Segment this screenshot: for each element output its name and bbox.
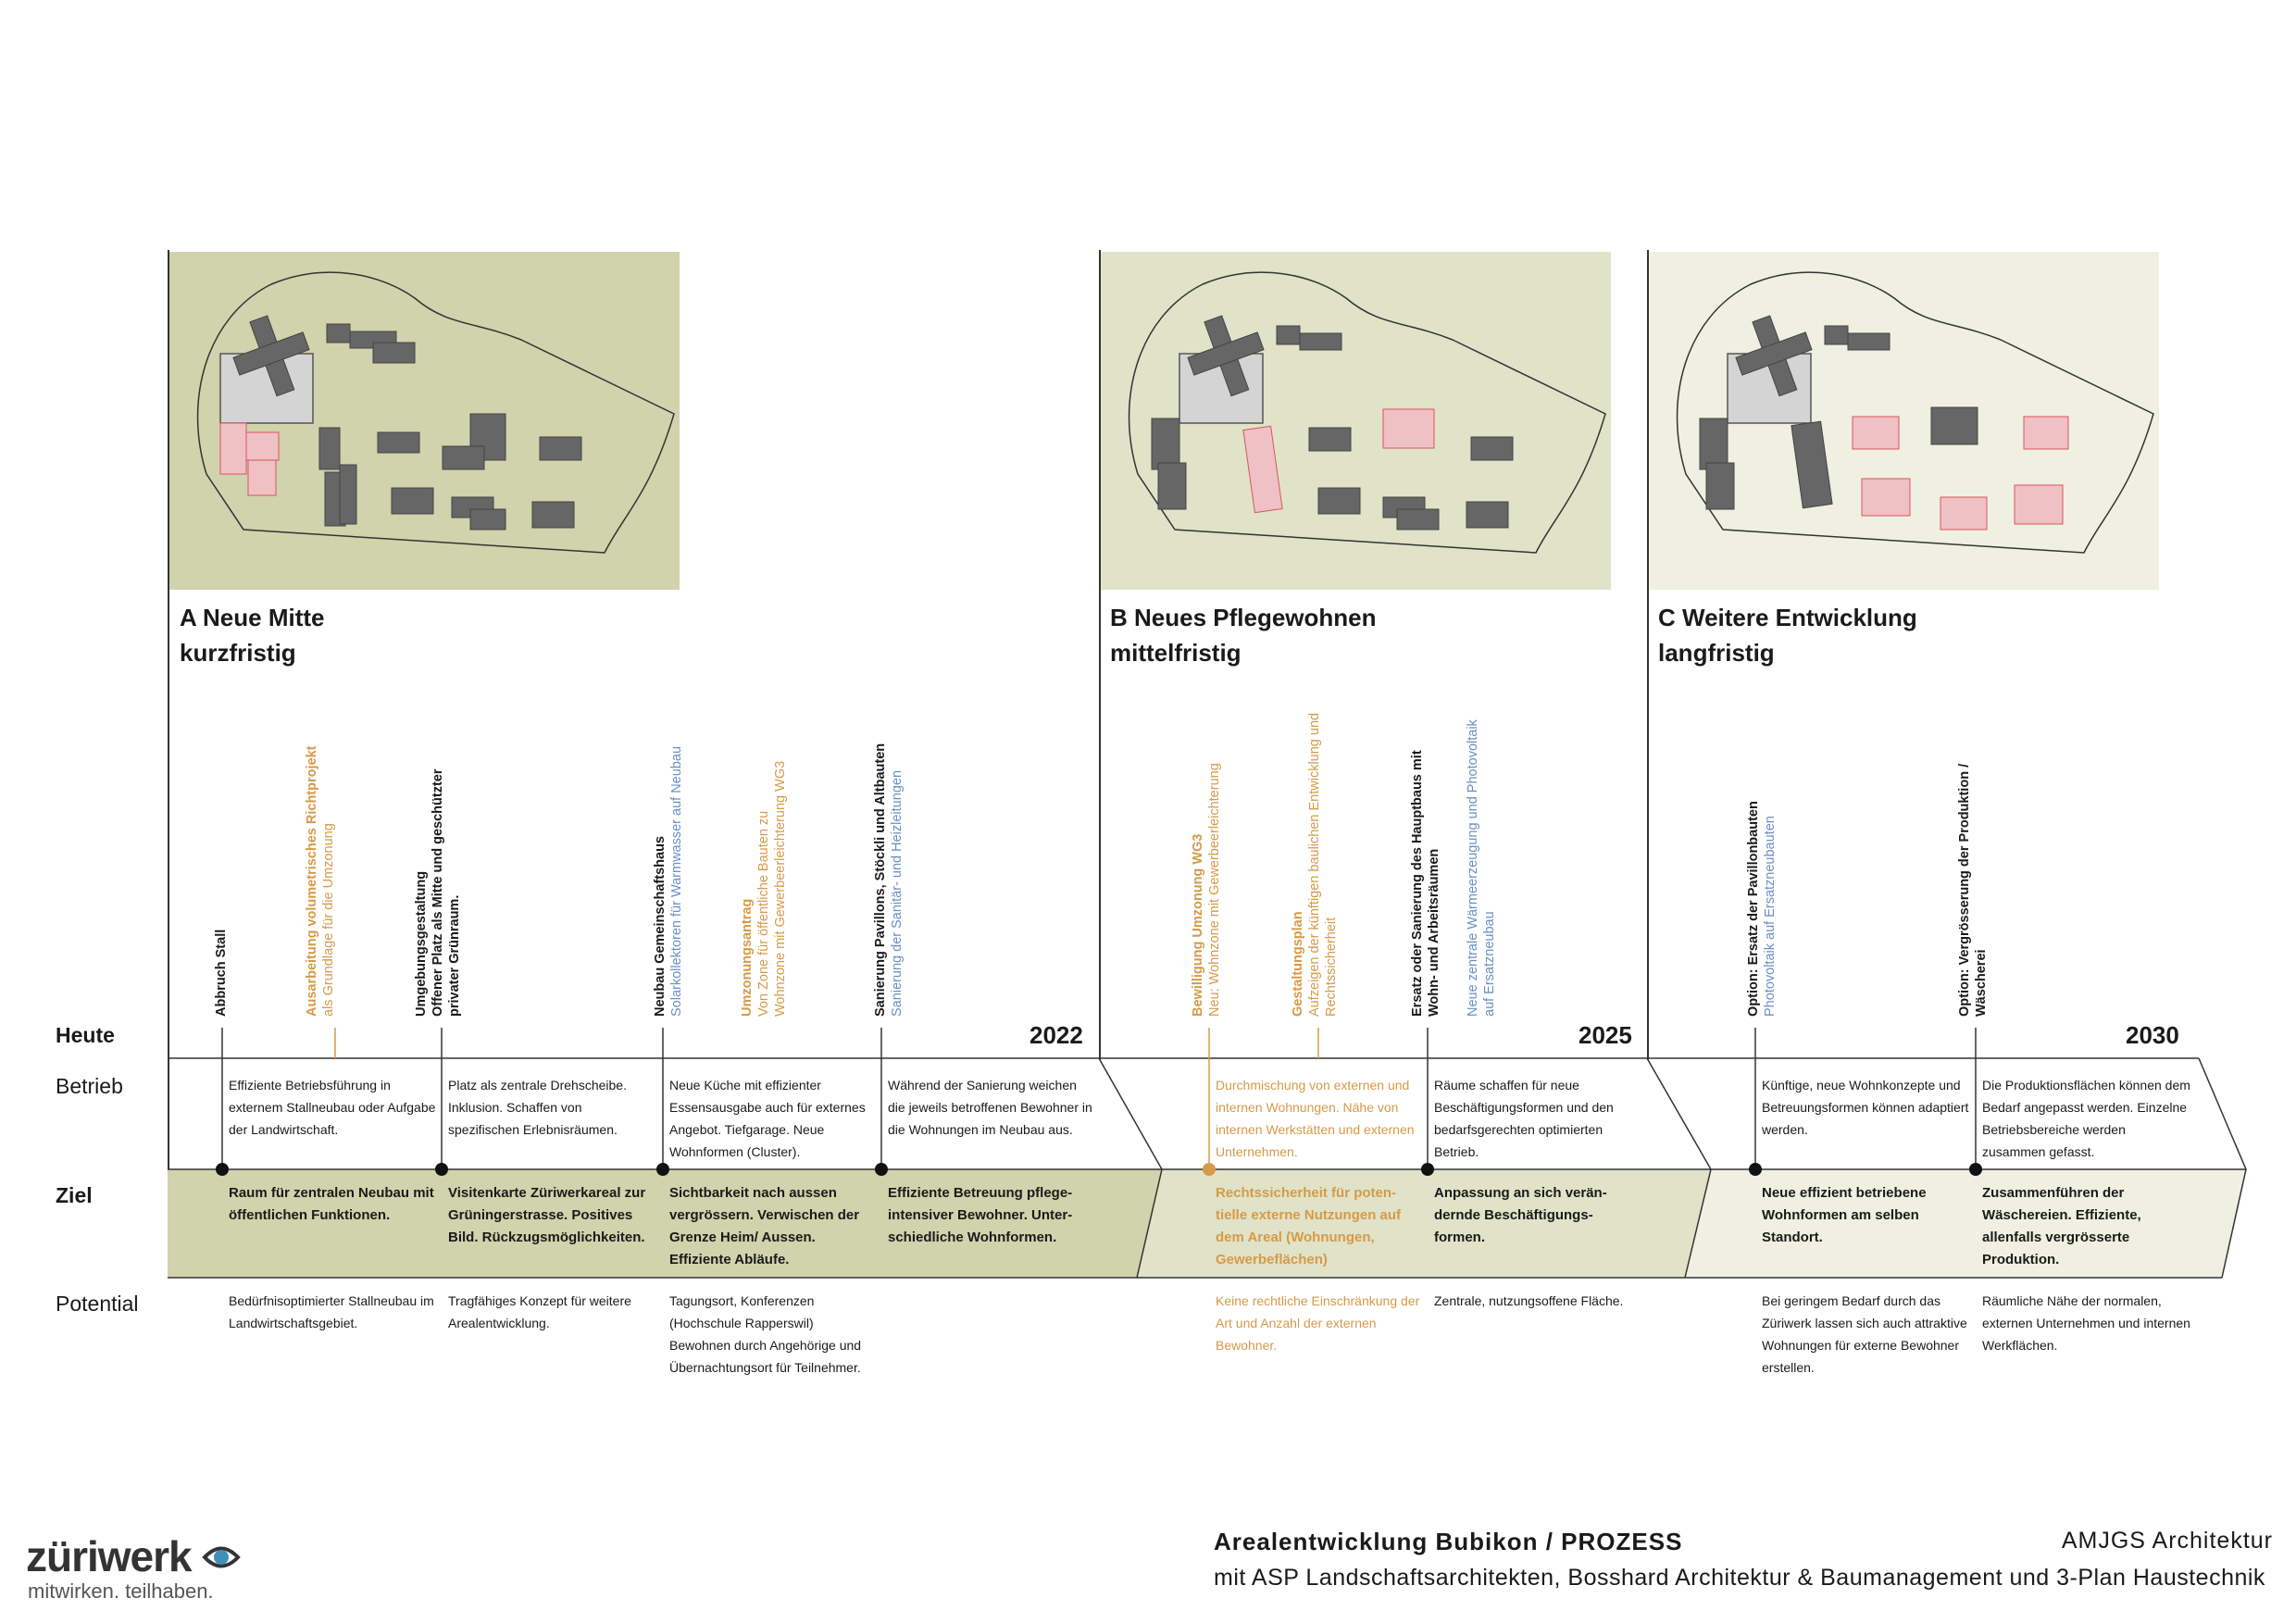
year-2022: 2022 bbox=[1029, 1021, 1083, 1049]
milestone-label-9: Ersatz oder Sanierung des Hauptbaus mit … bbox=[1410, 750, 1441, 1017]
project-title: Arealentwicklung Bubikon / PROZESS bbox=[1214, 1528, 1683, 1555]
betrieb-cell-8: Die Produktionsflächen können dem Bedarf… bbox=[1982, 1078, 2190, 1159]
phase-b-name: B Neues Pflegewohnen bbox=[1110, 604, 1377, 631]
ziel-cell-7: Neue effizient betriebene Wohnformen am … bbox=[1762, 1185, 1927, 1245]
milestone-label-1: Abbruch Stall bbox=[214, 929, 229, 1017]
betrieb-cell-7: Künftige, neue Wohnkonzepte und Betreuun… bbox=[1762, 1078, 1969, 1137]
milestone-dot-7 bbox=[1749, 1163, 1762, 1176]
milestone-label-2: Ausarbeitung volumetrisches Richtprojekt… bbox=[305, 745, 336, 1017]
potential-cell-2: Tragfähiges Konzept für weitere Arealent… bbox=[448, 1293, 631, 1330]
project-partners: mit ASP Landschaftsarchitekten, Bosshard… bbox=[1214, 1565, 2265, 1591]
milestone-label-4: Neubau Gemeinschaftshaus Solarkollektore… bbox=[653, 745, 684, 1017]
potential-cell-3: Tagungsort, Konferenzen (Hochschule Rapp… bbox=[669, 1293, 862, 1375]
row-label-heute: Heute bbox=[56, 1023, 115, 1047]
logo-tagline: mitwirken. teilhaben. bbox=[28, 1579, 214, 1603]
site-plan-a bbox=[169, 252, 680, 590]
milestone-dot-2 bbox=[435, 1163, 448, 1176]
row-label-ziel: Ziel bbox=[56, 1183, 93, 1207]
phase-b-term: mittelfristig bbox=[1110, 639, 1242, 667]
phase-b-title: B Neues Pflegewohnen mittelfristig bbox=[1110, 600, 1377, 670]
site-plan-c bbox=[1649, 252, 2159, 590]
betrieb-cell-1: Effiziente Betriebsführung in externem S… bbox=[229, 1078, 436, 1137]
ziel-cell-3: Sichtbarkeit nach aussen vergrössern. Ve… bbox=[669, 1185, 860, 1267]
milestone-label-8: Gestaltungsplan Aufzeigen der künftigen … bbox=[1291, 712, 1339, 1017]
betrieb-cell-5: Durchmischung von externen und internen … bbox=[1216, 1078, 1415, 1159]
milestone-dot-6 bbox=[1421, 1163, 1434, 1176]
year-2030: 2030 bbox=[2126, 1021, 2179, 1049]
ziel-cell-1: Raum für zentralen Neubau mit öffentlich… bbox=[229, 1185, 434, 1223]
ziel-cell-4: Effiziente Betreuung pflege- intensiver … bbox=[888, 1185, 1073, 1245]
phase-a-divider bbox=[168, 250, 169, 1278]
office-name: AMJGS Architektur bbox=[2061, 1528, 2273, 1554]
milestone-label-12: Option: Vergrösserung der Produktion / W… bbox=[1957, 763, 1989, 1017]
betrieb-cell-4: Während der Sanierung weichen die jeweil… bbox=[888, 1078, 1092, 1137]
milestone-label-10: Neue zentrale Wärmeerzeugung und Photovo… bbox=[1466, 719, 1497, 1017]
site-plan-a-drawing bbox=[196, 271, 675, 554]
logo-wordmark: züriwerk bbox=[26, 1532, 193, 1580]
phase-a-title: A Neue Mitte kurzfristig bbox=[180, 600, 325, 670]
milestone-label-7: Bewilligung Umzonung WG3 Neu: Wohnzone m… bbox=[1191, 763, 1222, 1017]
phase-c-title: C Weitere Entwicklung langfristig bbox=[1658, 600, 1917, 670]
row-label-potential: Potential bbox=[56, 1292, 139, 1316]
potential-cell-6: Bei geringem Bedarf durch das Züriwerk l… bbox=[1762, 1293, 1967, 1375]
potential-cell-7: Räumliche Nähe der normalen, externen Un… bbox=[1982, 1293, 2190, 1353]
milestone-label-3: Umgebungsgestaltung Offener Platz als Mi… bbox=[414, 768, 462, 1017]
phase-c-term: langfristig bbox=[1658, 639, 1775, 667]
milestone-dot-5 bbox=[1203, 1163, 1216, 1176]
phase-a-name: A Neue Mitte bbox=[180, 604, 325, 631]
phase-c-name: C Weitere Entwicklung bbox=[1658, 604, 1917, 631]
zueriwerk-logo: züriwerk bbox=[26, 1531, 242, 1581]
year-2025: 2025 bbox=[1578, 1021, 1632, 1049]
betrieb-cell-6: Räume schaffen für neue Beschäftigungsfo… bbox=[1434, 1078, 1614, 1159]
ziel-cell-6: Anpassung an sich verän- dernde Beschäft… bbox=[1434, 1185, 1607, 1245]
milestone-dot-1 bbox=[216, 1163, 229, 1176]
milestone-label-5: Umzonungsantrag Von Zone für öffentliche… bbox=[740, 760, 788, 1017]
potential-cell-1: Bedürfnisoptimierter Stallneubau im Land… bbox=[229, 1293, 434, 1330]
phase-c-divider bbox=[1647, 250, 1649, 1060]
site-plan-b bbox=[1101, 252, 1611, 590]
betrieb-cell-2: Platz als zentrale Drehscheibe. Inklusio… bbox=[448, 1078, 627, 1137]
ziel-cell-2: Visitenkarte Züriwerkareal zur Grüninger… bbox=[448, 1185, 646, 1245]
ziel-cell-5: Rechtssicherheit für poten- tielle exter… bbox=[1216, 1185, 1402, 1267]
ziel-cell-8: Zusammenführen der Wäschereien. Effizien… bbox=[1982, 1185, 2141, 1267]
milestone-label-11: Option: Ersatz der Pavillonbauten Photov… bbox=[1746, 801, 1778, 1017]
site-plan-c-drawing bbox=[1676, 271, 2154, 554]
potential-cell-5: Zentrale, nutzungsoffene Fläche. bbox=[1434, 1293, 1624, 1308]
betrieb-cell-3: Neue Küche mit effizienter Essensausgabe… bbox=[669, 1078, 866, 1159]
row-label-betrieb: Betrieb bbox=[56, 1074, 123, 1098]
potential-cell-4: Keine rechtliche Einschränkung der Art u… bbox=[1216, 1293, 1420, 1353]
eye-icon bbox=[202, 1546, 242, 1568]
phase-a-term: kurzfristig bbox=[180, 639, 296, 667]
milestone-label-6: Sanierung Pavillons, Stöckli und Altbaut… bbox=[873, 743, 905, 1017]
milestone-dot-4 bbox=[875, 1163, 888, 1176]
milestone-dot-8 bbox=[1969, 1163, 1982, 1176]
site-plan-b-drawing bbox=[1128, 271, 1606, 554]
milestone-dot-3 bbox=[656, 1163, 669, 1176]
phase-b-divider bbox=[1099, 250, 1101, 1060]
